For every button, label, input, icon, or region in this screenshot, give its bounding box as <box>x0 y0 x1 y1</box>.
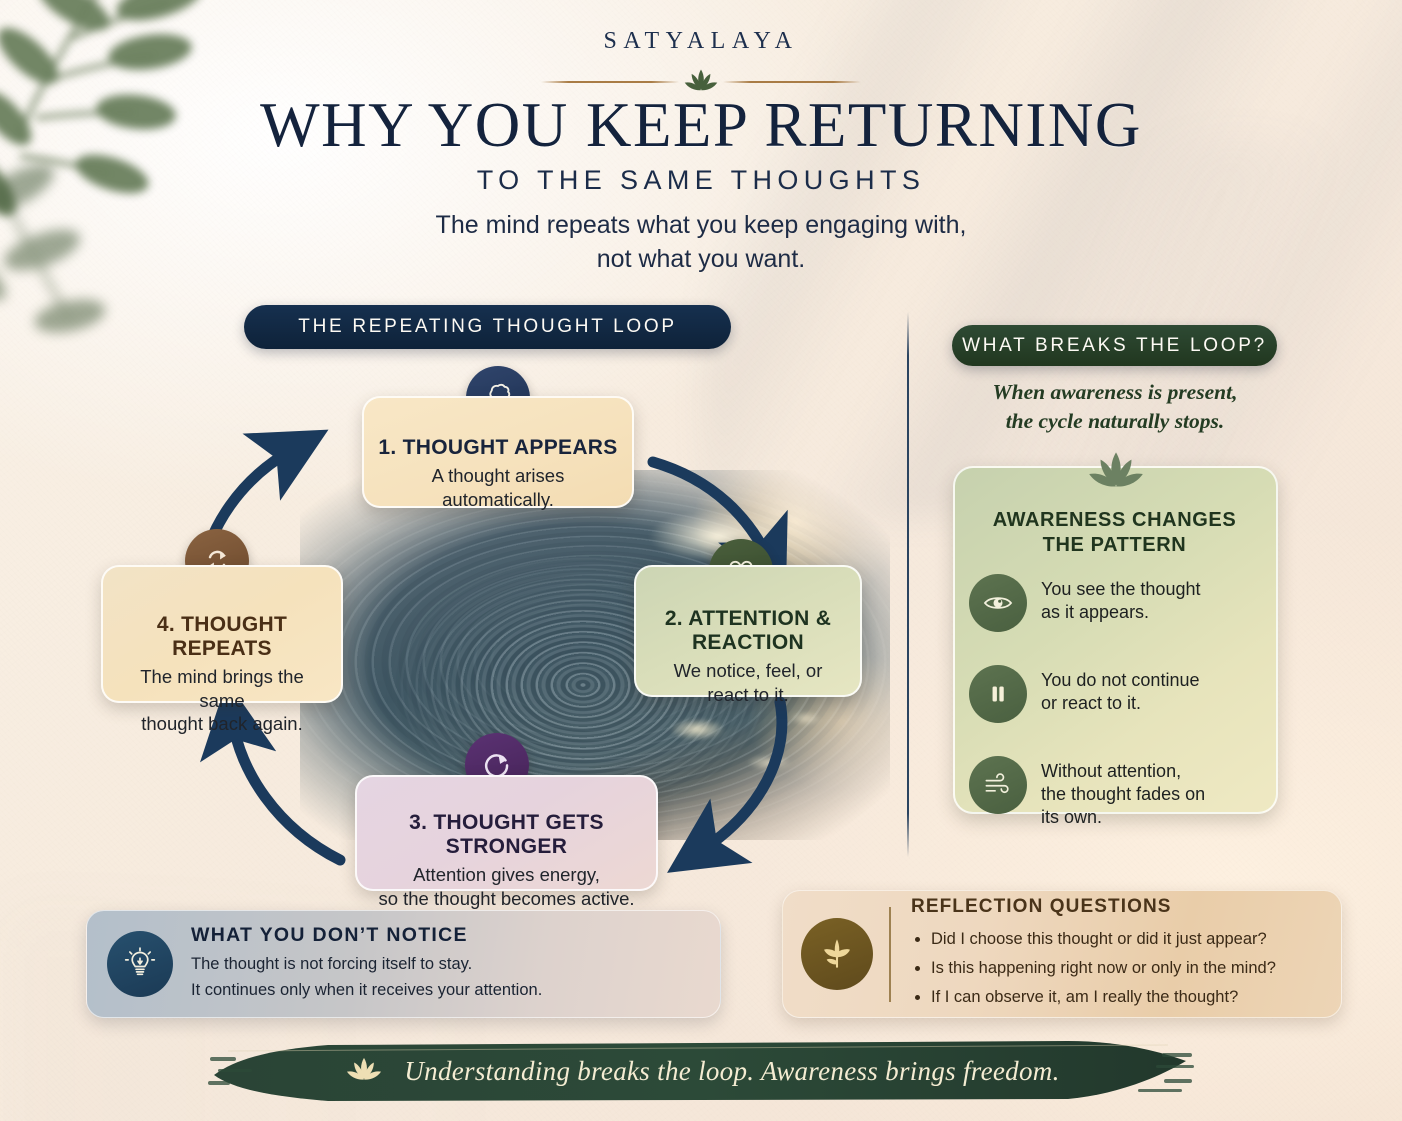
breaks-section-pill: WHAT BREAKS THE LOOP? <box>952 325 1277 366</box>
what-you-dont-notice-box: WHAT YOU DON’T NOTICE The thought is not… <box>86 910 721 1018</box>
awareness-row-3-line-2: the thought fades on <box>1041 783 1206 804</box>
loop-card-4-desc-line-1: The mind brings the same <box>140 666 304 711</box>
loop-card-1: 1. THOUGHT APPEARS A thought arises auto… <box>362 396 634 511</box>
loop-card-3-desc-line-1: Attention gives energy, <box>413 864 600 886</box>
loop-card-4-title: 4. THOUGHT REPEATS <box>156 613 288 661</box>
eye-icon <box>969 574 1027 632</box>
awareness-row-2: You do not continue or react to it. <box>969 663 1260 747</box>
divider-line-left <box>541 81 679 83</box>
loop-card-1-title: 1. THOUGHT APPEARS <box>378 436 618 459</box>
reflection-question-item: If I can observe it, am I really the tho… <box>931 983 1276 1012</box>
awareness-row-1-line-2: as it appears. <box>1041 601 1150 622</box>
brand-divider <box>541 66 861 98</box>
footer-banner: Understanding breaks the loop. Awareness… <box>208 1035 1194 1107</box>
awareness-row-2-text: You do not continue or react to it. <box>1041 663 1199 715</box>
lotus-icon <box>679 67 723 97</box>
loop-card-1-desc: A thought arises automatically. <box>378 464 618 511</box>
reflection-questions-box: REFLECTION QUESTIONS Did I choose this t… <box>782 890 1342 1018</box>
loop-card-1-desc-line-1: A thought arises <box>431 465 565 487</box>
footer-content: Understanding breaks the loop. Awareness… <box>208 1035 1194 1107</box>
loop-arrows <box>194 429 788 873</box>
wind-icon <box>969 756 1027 814</box>
reflection-question-item: Is this happening right now or only in t… <box>931 954 1276 983</box>
loop-card-2-desc-line-2: react to it. <box>707 683 789 705</box>
loop-card-2-title-line-1: 2. ATTENTION & <box>664 607 832 630</box>
loop-card-4-desc: The mind brings the same thought back ag… <box>117 665 327 735</box>
reflection-question-item: Did I choose this thought or did it just… <box>931 925 1276 954</box>
reflection-questions-heading: REFLECTION QUESTIONS <box>911 896 1172 918</box>
leaf-sprig-icon <box>801 918 873 990</box>
reflection-questions-text: REFLECTION QUESTIONS Did I choose this t… <box>911 896 1276 1012</box>
water-sun-sparkles <box>630 684 855 796</box>
tagline-line-2: not what you want. <box>596 245 806 273</box>
light-shadow-streaks <box>702 0 1402 520</box>
column-divider <box>907 312 909 857</box>
awareness-row-1-text: You see the thought as it appears. <box>1041 572 1200 624</box>
awareness-row-3: Without attention, the thought fades on … <box>969 754 1260 838</box>
loop-card-2-desc-line-1: We notice, feel, or <box>673 660 823 682</box>
awareness-row-3-line-3: its own. <box>1041 806 1103 827</box>
lightbulb-icon <box>107 931 173 997</box>
loop-card-2-title: 2. ATTENTION & REACTION <box>650 607 846 655</box>
footer-text: Understanding breaks the loop. Awareness… <box>404 1055 1060 1086</box>
breaks-quote-line-2: the cycle naturally stops. <box>1005 409 1225 434</box>
awareness-row-1-line-1: You see the thought <box>1041 579 1201 599</box>
loop-card-3: 3. THOUGHT GETS STRONGER Attention gives… <box>355 775 658 909</box>
page-subtitle: TO THE SAME THOUGHTS <box>476 165 926 195</box>
what-you-dont-notice-line-1: The thought is not forcing itself to sta… <box>191 955 473 974</box>
lotus-icon <box>1088 452 1143 487</box>
loop-card-2-desc: We notice, feel, or react to it. <box>650 659 846 706</box>
awareness-row-3-text: Without attention, the thought fades on … <box>1041 754 1205 829</box>
reflection-accent-bar <box>889 906 891 1002</box>
what-you-dont-notice-heading: WHAT YOU DON’T NOTICE <box>191 924 468 947</box>
what-you-dont-notice-text: WHAT YOU DON’T NOTICE The thought is not… <box>191 924 542 1003</box>
loop-card-1-desc-line-2: automatically. <box>442 488 554 510</box>
awareness-row-2-line-1: You do not continue <box>1041 670 1200 690</box>
loop-card-3-desc-line-2: so the thought becomes active. <box>378 887 635 909</box>
loop-card-3-title: 3. THOUGHT GETS STRONGER <box>409 811 604 859</box>
loop-card-4: 4. THOUGHT REPEATS The mind brings the s… <box>101 565 343 734</box>
loop-card-3-desc: Attention gives energy, so the thought b… <box>371 863 642 910</box>
page-tagline: The mind repeats what you keep engaging … <box>0 208 1402 276</box>
breaks-quote-line-1: When awareness is present, <box>992 380 1238 404</box>
what-you-dont-notice-line-2: It continues only when it receives your … <box>191 981 543 999</box>
awareness-row-2-line-2: or react to it. <box>1041 692 1142 713</box>
awareness-row-3-line-1: Without attention, <box>1041 761 1182 781</box>
leaf-sprig-decoration-secondary-icon <box>0 164 106 333</box>
awareness-row-1: You see the thought as it appears. <box>969 572 1260 656</box>
breaks-quote: When awareness is present, the cycle nat… <box>940 378 1290 436</box>
reflection-questions-list: Did I choose this thought or did it just… <box>911 925 1276 1012</box>
awareness-card: AWARENESS CHANGES THE PATTERN You see th… <box>953 452 1278 827</box>
loop-card-2: 2. ATTENTION & REACTION We notice, feel,… <box>634 565 862 705</box>
awareness-card-title-line-2: THE PATTERN <box>1042 534 1187 556</box>
awareness-card-title: AWARENESS CHANGES THE PATTERN <box>969 508 1260 558</box>
loop-section-pill: THE REPEATING THOUGHT LOOP <box>244 305 731 349</box>
lotus-icon <box>342 1054 386 1088</box>
loop-card-4-desc-line-2: thought back again. <box>141 713 303 735</box>
tagline-line-1: The mind repeats what you keep engaging … <box>435 211 967 239</box>
pause-icon <box>969 665 1027 723</box>
awareness-card-title-line-1: AWARENESS CHANGES <box>992 509 1237 531</box>
divider-line-right <box>723 81 861 83</box>
loop-card-2-title-line-2: REACTION <box>691 631 805 655</box>
brush-stroke-background <box>208 1041 1194 1101</box>
page-title: WHY YOU KEEP RETURNING <box>260 90 1142 160</box>
brand-name: SATYALAYA <box>603 28 799 54</box>
